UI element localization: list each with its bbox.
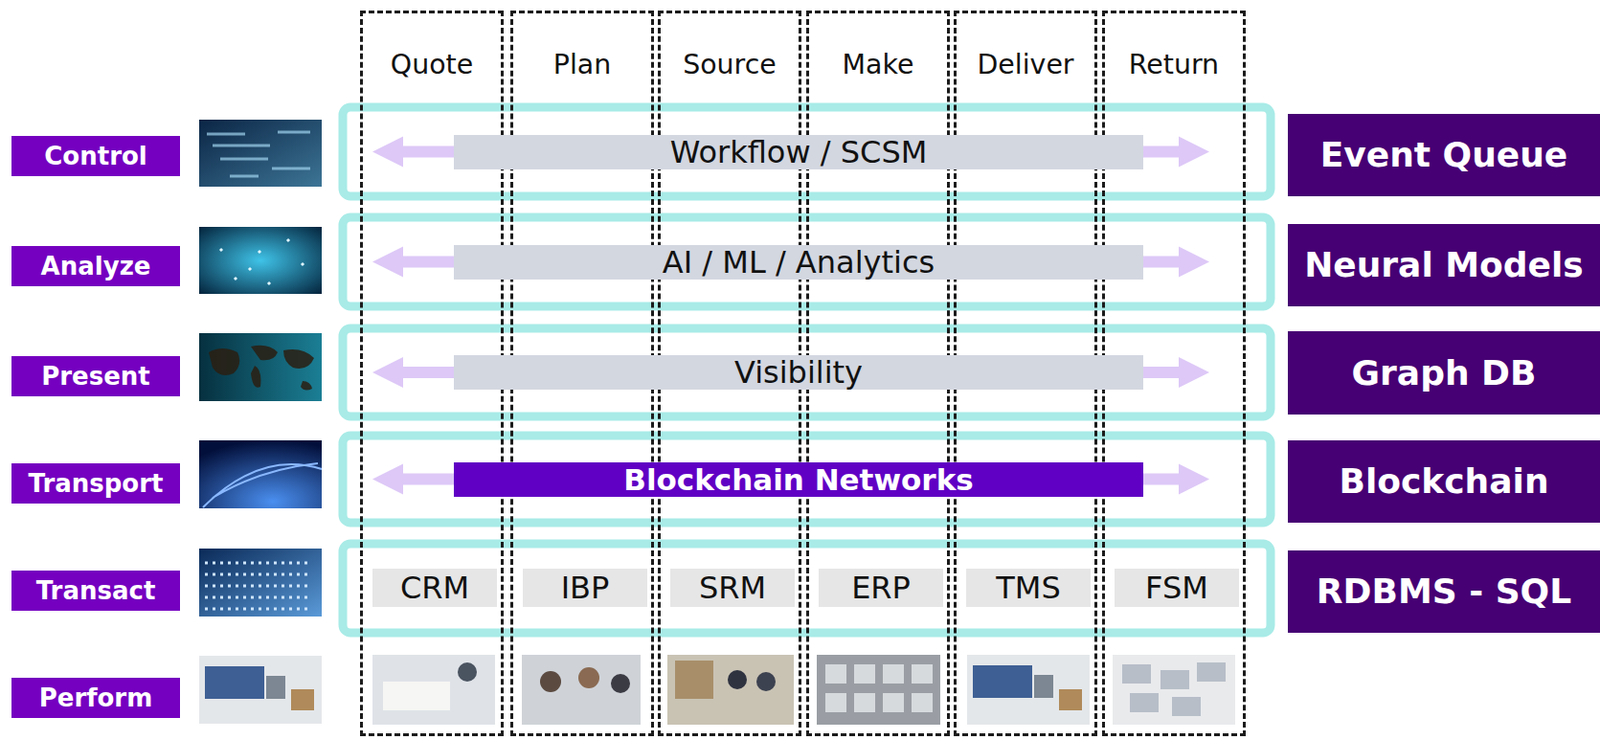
column-header: Plan (513, 47, 652, 83)
layer-label-text: Present (41, 361, 151, 391)
layer-label-text: Transact (36, 576, 157, 606)
plan-photo-detail (540, 671, 562, 693)
transact-image (199, 548, 322, 617)
system-text: ERP (851, 570, 911, 606)
column-header: Make (809, 47, 947, 83)
source-photo-detail (675, 660, 714, 699)
transport-image-detail (202, 463, 322, 508)
layer-label: Analyze (11, 246, 181, 287)
system-box: FSM (1114, 568, 1240, 608)
technology-box: Event Queue (1287, 113, 1600, 197)
layer-bar-text: Visibility (734, 356, 863, 389)
source-photo-detail (727, 670, 747, 690)
present-image (199, 333, 322, 402)
system-box: SRM (670, 568, 795, 608)
truck-cab (266, 676, 286, 699)
layer-bar-text: AI / ML / Analytics (662, 246, 935, 279)
truck-cab (1034, 675, 1054, 699)
system-box: CRM (372, 568, 497, 608)
system-text: IBP (561, 570, 610, 606)
technology-text: Event Queue (1320, 135, 1569, 176)
technology-box: Blockchain (1287, 440, 1600, 523)
technology-text: Blockchain (1338, 461, 1549, 502)
analyze-image (199, 226, 322, 294)
column-header: Return (1104, 47, 1243, 83)
column-header: Source (660, 47, 799, 83)
make-photo-detail (825, 664, 933, 713)
world-map (208, 345, 315, 391)
layer-label: Present (11, 356, 181, 397)
technology-box: Graph DB (1287, 331, 1600, 415)
system-box: TMS (966, 568, 1091, 608)
make-photo (816, 654, 941, 725)
blockchain-bar-text: Blockchain Networks (623, 463, 973, 496)
plan-photo-detail (610, 674, 631, 694)
layer-label-text: Transport (28, 469, 164, 498)
control-image-detail (206, 132, 311, 177)
source-photo-detail (756, 672, 776, 692)
layer-label-text: Analyze (41, 251, 152, 281)
truck-trailer (972, 665, 1033, 699)
quote-photo-detail (457, 662, 477, 682)
plan-photo-detail (578, 667, 600, 689)
layer-label: Transport (11, 463, 181, 504)
layer-label-text: Control (44, 141, 147, 171)
plan-photo (521, 654, 641, 725)
system-text: SRM (698, 570, 767, 606)
technology-text: Graph DB (1352, 353, 1537, 394)
layer-label: Perform (11, 677, 181, 719)
analyze-image-detail (220, 239, 304, 285)
system-box: IBP (522, 568, 648, 608)
layer-bar-text: Workflow / SCSM (670, 135, 928, 169)
blockchain-bar: Blockchain Networks (453, 462, 1144, 497)
return-photo (1112, 654, 1236, 725)
technology-text: Neural Models (1304, 245, 1584, 286)
quote-photo-detail (383, 681, 451, 711)
system-text: CRM (400, 570, 470, 606)
quote-photo (372, 654, 496, 725)
return-photo-detail (1122, 662, 1226, 717)
column-header: Deliver (956, 47, 1095, 83)
layer-bar: AI / ML / Analytics (453, 245, 1144, 280)
layer-bar: Visibility (453, 355, 1144, 390)
control-image (199, 119, 322, 187)
deliver-photo (967, 654, 1090, 725)
cargo-boxes (1059, 689, 1082, 711)
column-header: Quote (362, 47, 501, 83)
transport-image (199, 440, 322, 509)
transact-image-detail (204, 563, 311, 609)
technology-box: Neural Models (1287, 224, 1600, 307)
layer-label: Transact (11, 570, 181, 611)
layer-label: Control (11, 135, 181, 177)
perform-image (199, 655, 322, 724)
source-photo (667, 654, 794, 725)
system-text: FSM (1145, 570, 1209, 606)
truck-trailer (204, 666, 265, 699)
system-text: TMS (995, 570, 1060, 606)
technology-box: RDBMS - SQL (1287, 550, 1600, 633)
layer-label-text: Perform (39, 683, 154, 713)
technology-text: RDBMS - SQL (1316, 571, 1572, 612)
system-box: ERP (818, 568, 944, 608)
cargo-boxes (291, 689, 315, 711)
layer-bar: Workflow / SCSM (453, 135, 1144, 170)
